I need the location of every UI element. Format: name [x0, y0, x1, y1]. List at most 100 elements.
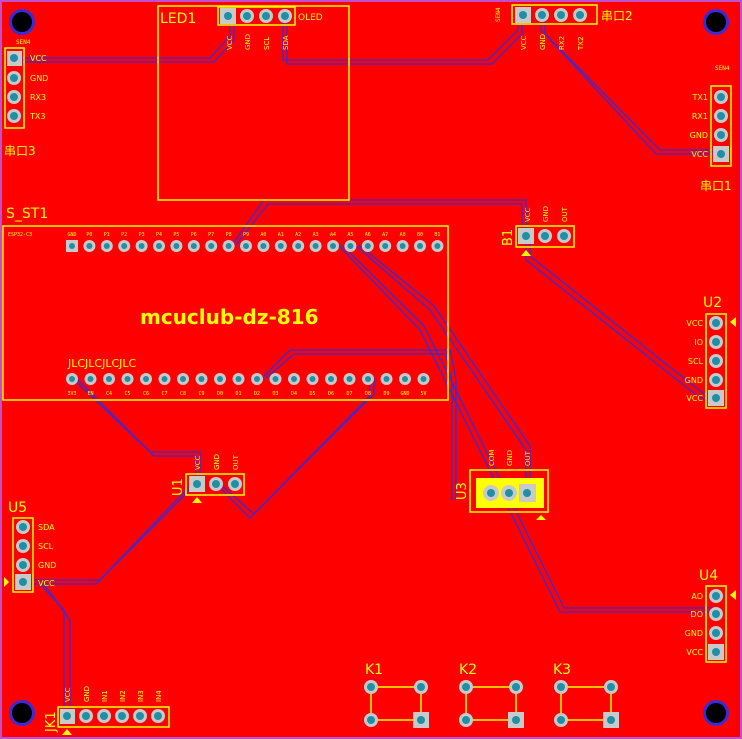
u3-pin-label: COM: [488, 450, 496, 466]
mcu-top-pin-label: P1: [104, 232, 110, 238]
u4-pin-label: VCC: [686, 648, 703, 657]
u5-pin-label: SCL: [38, 542, 54, 551]
mcu-top-pad-hole: [277, 243, 284, 249]
u5-module: U5 SDA SCL GND VCC: [4, 500, 56, 593]
uart2-tag: SEN4: [495, 7, 502, 22]
mcu-bottom-pad-hole: [106, 376, 112, 382]
u4-pin-label: DO: [691, 610, 703, 619]
jk1-ref: JK1: [44, 711, 59, 733]
uart3-ref: 串口3: [4, 144, 36, 158]
u3-pads[interactable]: [483, 485, 517, 501]
mcu-bottom-pin-label: D1: [235, 391, 241, 397]
jk1-pin-label: IN4: [155, 690, 163, 702]
mcu-bottom-pin-label: C4: [106, 391, 112, 397]
mcu-top-pad-hole: [364, 243, 371, 249]
mcu-top-pad-hole: [295, 243, 302, 249]
mcu-top-pad-hole: [243, 243, 249, 249]
uart1-pin-label: RX1: [692, 112, 708, 121]
uart1-pin-label: VCC: [691, 150, 708, 159]
u3-ref: U3: [455, 482, 470, 500]
uart3-header: SEN4 VCC GND RX3 TX3 串口3: [4, 39, 48, 158]
uart2-ref: 串口2: [601, 9, 633, 23]
k1-button[interactable]: K1: [364, 662, 429, 728]
mcu-top-pad-hole: [399, 243, 406, 249]
u5-pads[interactable]: [16, 520, 30, 572]
u2-pin-label: SCL: [688, 357, 704, 366]
jk1-pin-label: GND: [83, 686, 91, 702]
mcu-top-pin-label: P4: [156, 232, 162, 238]
u1-ref: U1: [171, 478, 186, 496]
led1-pads[interactable]: [240, 9, 292, 23]
u4-module: U4 AO DO GND VCC: [685, 568, 736, 663]
u2-module: U2 VCC IO SCL GND VCC: [685, 295, 736, 409]
u4-pads[interactable]: [709, 589, 723, 640]
led1-name: OLED: [298, 13, 323, 23]
mcu-top-pin-label: A8: [400, 232, 406, 238]
mcu-bottom-pad-hole: [365, 376, 371, 382]
mcu-bottom-pad-hole: [235, 376, 242, 382]
led1-ref: LED1: [160, 11, 196, 27]
svg-text:ESP32-C3: ESP32-C3: [8, 232, 32, 238]
led1-pin-label: SDA: [282, 35, 290, 50]
u4-pin-label: GND: [685, 629, 703, 638]
uart2-pads[interactable]: [535, 8, 587, 22]
mcu-top-pin-label: A0: [260, 232, 266, 238]
mcu-top-pad-hole: [330, 243, 336, 249]
u1-pads[interactable]: [209, 477, 242, 491]
mcu-top-pad-hole: [434, 243, 441, 249]
jk1-pads[interactable]: [79, 709, 165, 723]
jk1-pin-label: VCC: [64, 687, 72, 702]
mcu-top-pad-hole: [347, 243, 354, 249]
mcu-top-pad-hole: [208, 243, 215, 249]
mcu-bottom-pad-hole: [69, 376, 75, 382]
mcu-bottom-pin-label: D6: [328, 391, 334, 397]
uart1-ref: 串口1: [700, 179, 732, 193]
mcu-bottom-pin-label: D0: [217, 391, 223, 397]
u5-ref: U5: [8, 500, 27, 516]
u1-module: U1 VCC GND OUT: [171, 454, 245, 503]
uart3-pads[interactable]: [7, 71, 21, 123]
mcu-outline: [2, 225, 449, 401]
jk1-header: JK1 VCC GND IN1 IN2 IN3 IN4: [44, 686, 170, 735]
mcu-bottom-pin-label: D2: [254, 391, 260, 397]
mcu-bottom-pad-hole: [272, 376, 279, 382]
mcu-top-pad-hole: [69, 243, 75, 249]
mcu-top-pin-label: P2: [121, 232, 127, 238]
mcu-bottom-pad-hole: [346, 376, 353, 382]
jk1-pin-label: IN3: [137, 690, 145, 702]
mcu-bottom-pad-hole: [328, 376, 334, 382]
uart1-tag: SEN4: [715, 65, 730, 72]
uart1-pads[interactable]: [714, 90, 728, 142]
k3-button[interactable]: K3: [553, 662, 619, 728]
b1-pads[interactable]: [538, 229, 571, 243]
led1-pin-label: GND: [244, 34, 252, 50]
mcu-top-pin-label: B0: [417, 232, 423, 238]
b1-ref: B1: [501, 229, 516, 246]
mcu-bottom-pin-label: D7: [346, 391, 352, 397]
mcu-bottom-pin-label: D8: [365, 391, 371, 397]
mcu-top-pin-label: P0: [86, 232, 92, 238]
mcu-top-pin-label: P9: [243, 232, 249, 238]
mcu-top-pad-hole: [190, 243, 197, 249]
u2-pin-label: VCC: [686, 319, 703, 328]
u1-pin-label: GND: [213, 454, 221, 470]
mcu-top-pin-label: P5: [173, 232, 179, 238]
u2-pads[interactable]: [709, 316, 723, 387]
u2-pin-label: IO: [694, 338, 703, 347]
uart2-pin-label: TX2: [577, 36, 585, 51]
mcu-top-pin-label: A4: [330, 232, 336, 238]
mcu-bottom-pad-hole: [402, 376, 408, 382]
uart1-pin-label: GND: [690, 131, 708, 140]
k3-ref: K3: [553, 662, 571, 678]
u5-pin-label: GND: [38, 561, 56, 570]
mcu-bottom-label: JLCJLCJLCJLC: [67, 357, 137, 370]
uart3-pin-label: VCC: [30, 54, 47, 63]
mcu-top-pad-hole: [312, 243, 319, 249]
uart3-pin-label: RX3: [30, 93, 46, 102]
mcu-bottom-pin-label: 3V3: [67, 391, 76, 397]
mcu-bottom-pin-label: D9: [383, 391, 389, 397]
k2-button[interactable]: K2: [459, 662, 524, 728]
